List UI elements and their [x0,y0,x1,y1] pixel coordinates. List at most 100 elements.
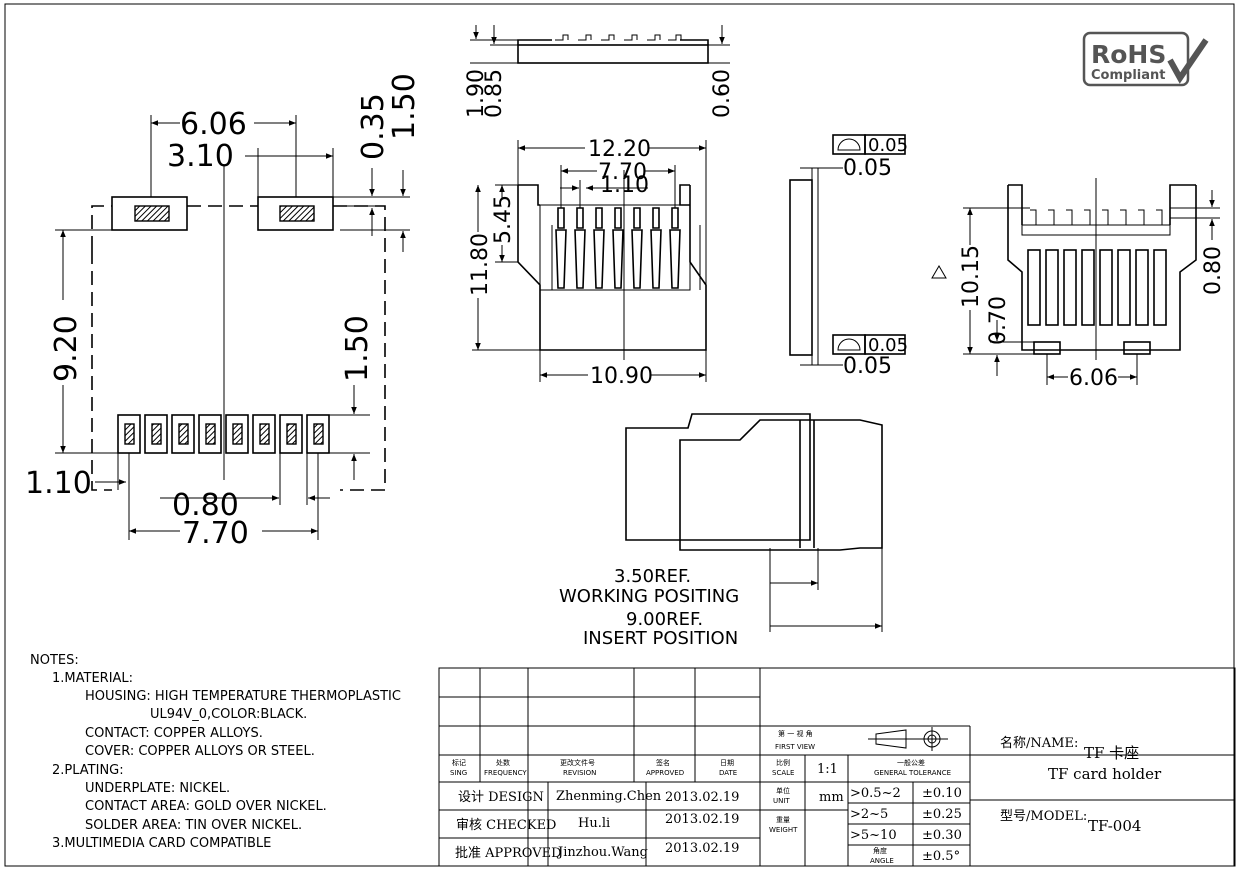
unit-value: mm [819,790,844,805]
header-sign-en: SING [450,769,467,777]
scale-value: 1:1 [817,762,838,777]
header-freq-cn: 处数 [496,758,510,767]
compliant-text: Compliant [1091,68,1165,83]
weight-cn: 重量 [776,816,790,824]
tolerance-value: ±0.10 [922,786,962,801]
tolerance-range: >2~5 [850,807,888,822]
model-value: TF-004 [1088,817,1141,835]
tolerance-value: ±0.5° [922,849,960,864]
right-contacts [1027,249,1167,326]
design-name: Zhenming.Chen [556,789,662,804]
check-name: Hu.li [578,816,610,831]
unit-en: UNIT [773,797,790,805]
note-line: UNDERPLATE: NICKEL. [85,781,230,796]
dim-0-05-top: 0.05 [843,156,892,181]
right-view: 10.15 0.70 0.80 6.06 [931,178,1226,391]
dim-11-80: 11.80 [468,233,493,296]
tolerance-angle-en: ANGLE [870,857,894,865]
insertion-view: 3.50REF. WORKING POSITING 9.00REF. INSER… [559,413,883,649]
insert-position-label: INSERT POSITION [583,628,738,649]
dim-5-45: 5.45 [491,195,516,244]
dim-6-06-right: 6.06 [1069,366,1118,391]
check-label: 审核 CHECKED [456,818,556,833]
note-line: HOUSING: HIGH TEMPERATURE THERMOPLASTIC [85,689,401,704]
dim-7-70-footprint: 7.70 [182,516,249,551]
notes: NOTES: 1.MATERIAL: HOUSING: HIGH TEMPERA… [30,653,401,851]
design-label: 设计 DESIGN [458,790,544,805]
header-rev-cn: 更改文件号 [560,758,595,767]
approve-label: 批准 APPROVED [455,846,562,861]
model-label: 型号/MODEL: [1000,809,1087,824]
tolerance-en: GENERAL TOLERANCE [874,769,951,777]
scale-en: SCALE [772,769,794,777]
dim-3-10: 3.10 [167,139,234,174]
note-line: CONTACT AREA: GOLD OVER NICKEL. [85,799,327,814]
dim-10-15: 10.15 [959,245,984,308]
note-line: UL94V_0,COLOR:BLACK. [150,707,307,722]
note-line: 1.MATERIAL: [52,671,133,686]
side-view: 0.05 0.05 0.05 0.05 [789,134,908,379]
approve-date: 2013.02.19 [665,841,739,856]
tolerance-value: ±0.25 [922,807,962,822]
check-date: 2013.02.19 [665,812,739,827]
contact-pads [117,414,330,454]
approve-name: Jinzhou.Wang [556,845,648,860]
product-name-cn: TF 卡座 [1084,744,1139,762]
note-line: COVER: COPPER ALLOYS OR STEEL. [85,744,315,759]
dim-9-20: 9.20 [49,315,84,382]
dim-1-50-top: 1.50 [387,73,422,140]
checkmark-icon [1167,38,1209,84]
dim-0-05-bottom: 0.05 [843,354,892,379]
note-line: 3.MULTIMEDIA CARD COMPATIBLE [52,836,271,851]
dim-0-35: 0.35 [356,93,391,160]
footprint-view: 6.06 3.10 0.35 1.50 9.20 1.50 1.10 [25,73,422,551]
dim-6-06-footprint: 6.06 [180,107,247,142]
header-rev-en: REVISION [563,769,596,777]
dim-1-10-footprint: 1.10 [25,466,92,501]
dim-3-50-ref: 3.50REF. [614,566,691,587]
rohs-text: RoHS [1091,40,1166,69]
tolerance-range: >5~10 [850,828,897,843]
top-side-view: 1.90 0.85 0.60 [464,25,735,118]
product-name-en: TF card holder [1048,765,1162,783]
notes-title: NOTES: [30,653,79,668]
name-label: 名称/NAME: [1000,735,1078,751]
working-position-label: WORKING POSITING [559,586,739,607]
projection-symbol-icon [868,727,948,751]
title-block: 标记 SING 处数 FREQUENCY 更改文件号 REVISION 签名 A… [438,667,1236,867]
dim-0-60: 0.60 [710,69,735,118]
dim-12-20: 12.20 [588,137,651,162]
header-appr-cn: 签名 [656,758,670,767]
header-date-en: DATE [719,769,737,777]
dim-1-90: 1.90 [464,69,489,118]
note-line: 2.PLATING: [52,763,124,778]
first-view-cn: 第 一 视 角 [778,729,813,738]
header-appr-en: APPROVED [646,769,684,777]
tolerance-angle-cn: 角度 [873,846,887,855]
dim-1-50-right: 1.50 [340,315,375,382]
header-sign-cn: 标记 [452,758,466,767]
dim-0-80-right: 0.80 [1201,246,1226,295]
note-line: SOLDER AREA: TIN OVER NICKEL. [85,818,302,833]
design-date: 2013.02.19 [665,790,739,805]
weight-en: WEIGHT [769,826,798,834]
tolerance-value: ±0.30 [922,828,962,843]
dim-0-80-footprint: 0.80 [172,488,239,523]
front-view: 12.20 7.70 1.10 5.45 11.80 10.90 [468,137,707,389]
tolerance-cn: 一般公差 [897,758,925,767]
tolerance-range: >0.5~2 [850,786,901,801]
dim-0-85: 0.85 [482,69,507,118]
dim-7-70-front: 7.70 [598,160,647,185]
tolerance-flatness-top: 0.05 [868,135,908,156]
header-freq-en: FREQUENCY [484,769,527,777]
header-date-cn: 日期 [720,759,734,767]
unit-cn: 单位 [776,786,790,795]
tolerance-flatness-bottom: 0.05 [868,335,908,356]
dim-10-90: 10.90 [590,364,653,389]
dim-9-00-ref: 9.00REF. [626,609,703,630]
first-view-en: FIRST VIEW [775,743,815,751]
dim-1-10-front: 1.10 [600,173,649,198]
rohs-badge: RoHS Compliant [1082,31,1209,87]
note-line: CONTACT: COPPER ALLOYS. [85,726,263,741]
